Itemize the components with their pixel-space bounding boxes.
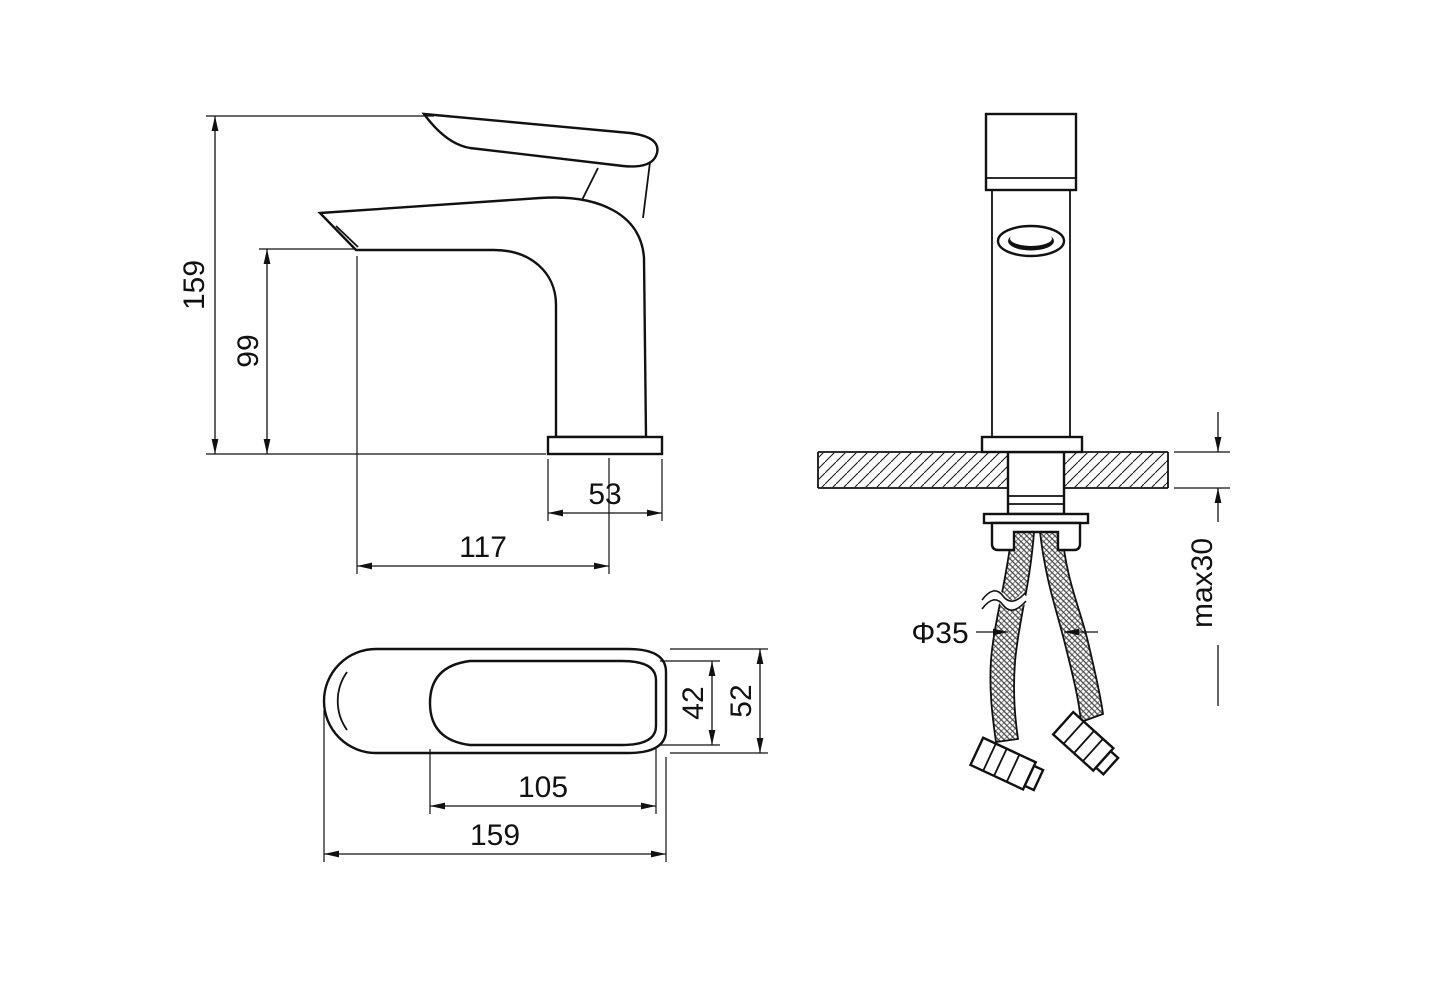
faucet-side-handle	[421, 112, 659, 168]
front-view	[817, 112, 1169, 792]
top-view-dimensions: 42 52 105 159	[323, 648, 768, 862]
spout-outlet-highlight	[1010, 231, 1052, 246]
handle-neck-line	[642, 161, 651, 219]
dim-total-length-label: 159	[470, 819, 520, 852]
dim-body-width-label: 52	[725, 684, 758, 717]
top-view	[322, 647, 668, 755]
dim-total-height-label: 159	[178, 260, 211, 310]
handle-neck-line	[581, 167, 599, 201]
dim-handle-width-label: 42	[677, 686, 710, 719]
dim-spout-reach-label: 117	[459, 531, 507, 564]
dim-max-thickness-label: max30	[1186, 538, 1219, 628]
hose-fitting-left	[968, 736, 1045, 792]
counter-hatch-left	[819, 453, 1008, 487]
faucet-front-base	[980, 435, 1084, 454]
mounting-nut	[990, 521, 1082, 552]
dim-handle-length-label: 105	[518, 771, 568, 804]
washer	[982, 512, 1090, 525]
spout-tip-detail	[335, 225, 359, 248]
handle-top-outline	[428, 659, 658, 747]
front-view-dimensions: max30 Φ35	[911, 412, 1230, 706]
side-view	[317, 112, 664, 456]
hose-break-line	[981, 590, 1027, 602]
supply-hose-right	[1038, 531, 1104, 724]
counter-hatch-right	[1064, 453, 1168, 487]
hose-fitting-right	[1051, 710, 1120, 776]
dim-spout-height-label: 99	[232, 334, 265, 367]
dim-base-depth-label: 53	[588, 478, 621, 511]
spout-tip-arc	[336, 671, 348, 731]
dim-hole-diameter-label: Φ35	[911, 617, 968, 650]
supply-hose-left	[989, 531, 1035, 744]
hose-break-symbol	[978, 589, 1030, 611]
faucet-base-plate	[546, 435, 664, 456]
faucet-side-body	[317, 196, 648, 439]
hose-break-line	[981, 599, 1027, 611]
side-view-dimensions: 159 99 53 117	[178, 115, 663, 574]
